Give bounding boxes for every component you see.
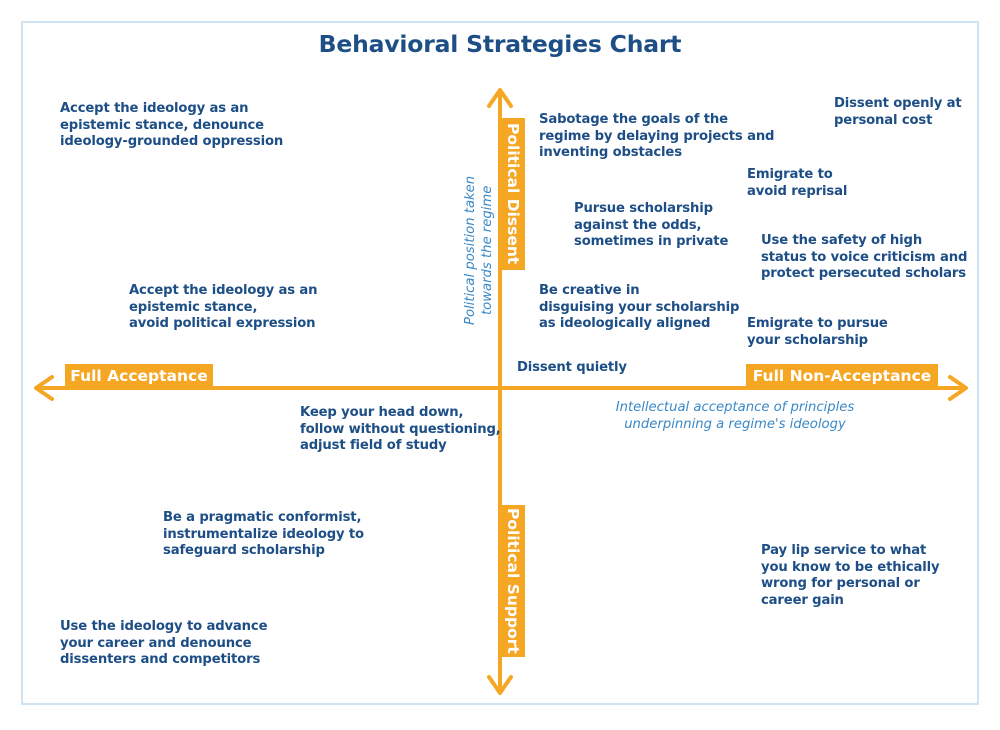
strategy-head-down: Keep your head down,follow without quest… [300,405,501,453]
axis-label-full-non-acceptance: Full Non-Acceptance [746,364,938,388]
strategy-pragmatic-conformist: Be a pragmatic conformist,instrumentaliz… [163,510,364,558]
axis-label-political-dissent: Political Dissent [501,118,525,270]
top-arrowhead [487,88,513,108]
x-axis-caption: Intellectual acceptance of principles un… [615,400,855,432]
axis-label-political-support: Political Support [501,505,525,657]
left-arrowhead [34,375,54,401]
chart-frame [21,21,979,705]
axis-label-full-acceptance: Full Acceptance [65,364,213,388]
right-arrowhead [948,375,968,401]
bottom-arrowhead [487,675,513,695]
chart-title: Behavioral Strategies Chart [318,30,682,58]
y-axis-caption: Political position taken towards the reg… [463,175,495,325]
strategy-dissent-quietly: Dissent quietly [517,360,627,375]
